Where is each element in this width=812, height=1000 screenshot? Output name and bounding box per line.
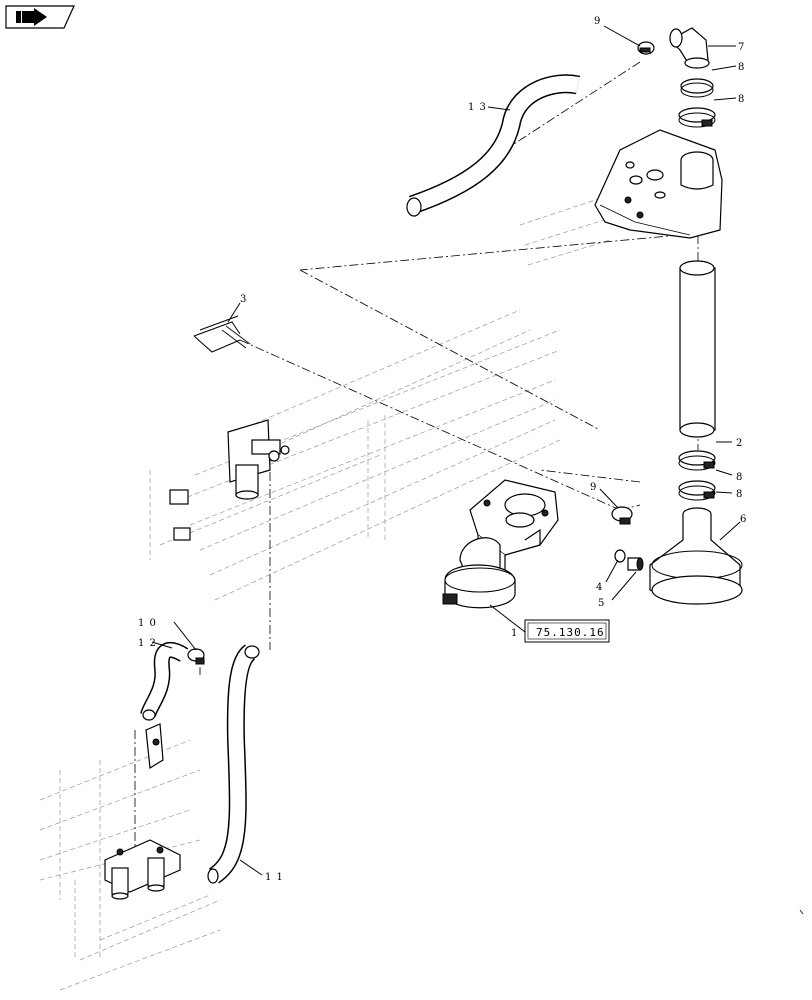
washer-4 — [614, 549, 626, 563]
clamp-10 — [187, 648, 205, 665]
arrow-right-icon — [16, 8, 47, 26]
bolt-5 — [627, 557, 644, 571]
callout-8-a: 8 — [738, 62, 745, 73]
clamp-8-d — [678, 480, 716, 501]
reference-link[interactable]: 75.130.16 — [524, 619, 610, 643]
callout-12: 1 2 — [138, 638, 157, 649]
callout-10: 1 0 — [138, 618, 157, 629]
callout-9-lower: 9 — [590, 482, 597, 493]
callout-7: 7 — [738, 42, 745, 53]
callout-2: 2 — [736, 438, 743, 449]
callout-8-b: 8 — [738, 94, 745, 105]
callout-4: 4 — [596, 582, 603, 593]
mounting-bracket — [594, 129, 723, 239]
handle-3 — [193, 315, 251, 353]
callout-8-d: 8 — [736, 489, 743, 500]
hose-bracket — [145, 723, 164, 770]
pump-assembly-1 — [442, 479, 559, 609]
callout-13: 1 3 — [468, 102, 487, 113]
tube-2 — [679, 260, 716, 438]
callout-3: 3 — [240, 294, 247, 305]
hose-13 — [406, 74, 581, 217]
nav-button[interactable] — [5, 5, 75, 29]
valve-cluster-upper — [169, 419, 290, 541]
clamp-9-lower — [611, 506, 633, 525]
hose-11 — [207, 644, 260, 884]
callouts: 9 7 8 8 1 3 3 2 8 8 9 6 4 5 1 1 0 1 2 1 … — [138, 16, 747, 883]
callout-1: 1 — [511, 628, 518, 639]
callout-5: 5 — [598, 598, 605, 609]
elbow-fitting-7 — [669, 27, 710, 69]
leader-lines — [151, 25, 741, 876]
callout-8-c: 8 — [736, 472, 743, 483]
boom-frame — [39, 194, 621, 991]
callout-9-top: 9 — [594, 16, 601, 27]
callout-11: 1 1 — [265, 872, 284, 883]
nozzle-bell-6 — [649, 507, 743, 605]
valve-block-lower — [104, 839, 181, 900]
clamp-8-b — [678, 107, 716, 128]
clamp-9-top — [637, 41, 655, 55]
clamp-8-a — [680, 78, 714, 98]
clamp-8-c — [678, 450, 716, 471]
callout-6: 6 — [740, 514, 747, 525]
hose-12 — [140, 641, 189, 721]
corner-mark — [799, 909, 804, 915]
reference-box-text: 75.130.16 — [536, 626, 605, 639]
